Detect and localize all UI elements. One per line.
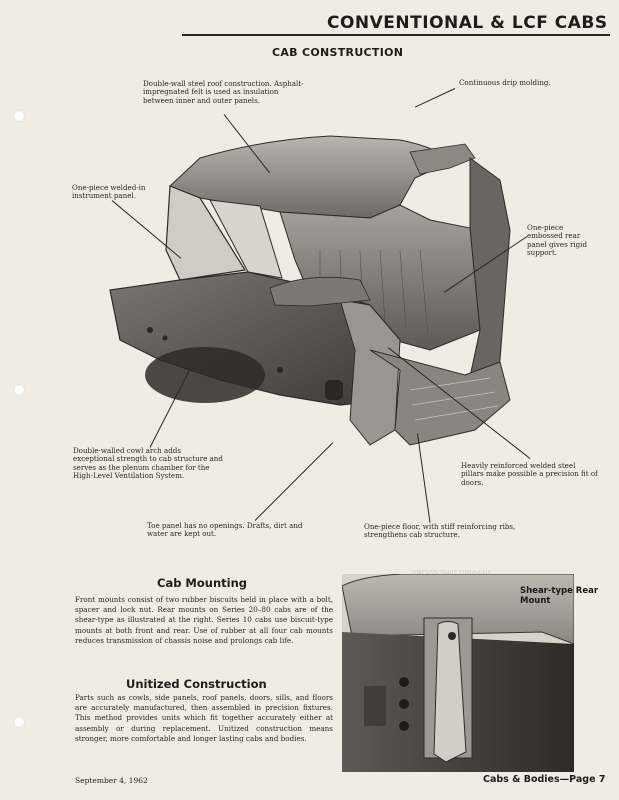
header-rule [182,34,610,36]
callout-floor: One-piece floor, with stiff reinforcing … [364,522,516,540]
wheel-arch [145,347,265,403]
photo-label: Shear-type Rear Mount [520,586,599,606]
drip-molding [409,143,476,175]
binder-hole [13,716,25,728]
callout-toe-panel: Toe panel has no openings. Drafts, dirt … [147,521,303,539]
windshield-frame [165,185,246,281]
cab-mounting-heading: Cab Mounting [157,576,248,590]
binder-hole [13,110,25,122]
section-title: CAB CONSTRUCTION [272,46,404,59]
callout-rear-panel: One-piece embossed rear panel gives rigi… [527,223,587,258]
binder-hole [13,384,25,396]
unitized-construction-heading: Unitized Construction [126,677,267,691]
callout-cowl-arch: Double-walled cowl arch adds exceptional… [73,446,223,481]
seat [269,276,371,307]
cab-mounting-text: Front mounts consist of two rubber biscu… [75,595,333,645]
footer-date: September 4, 1962 [75,776,148,785]
footer-page-number: Cabs & Bodies—Page 7 [483,774,606,785]
callout-drip-molding: Continuous drip molding. [459,78,551,87]
cab-structure-illustration [109,135,511,446]
roof-panel [169,135,451,219]
floor-panel [369,349,511,446]
door-pillar [339,299,401,446]
page-header-title: CONVENTIONAL & LCF CABS [327,13,608,33]
callout-roof: Double-wall steel roof construction. Asp… [143,79,304,105]
callout-pillars: Heavily reinforced welded steel pillars … [461,461,598,487]
unitized-construction-text: Parts such as cowls, side panels, roof p… [75,693,333,743]
shear-rear-mount-photo [342,574,574,772]
callout-instrument-panel: One-piece welded-in instrument panel. [72,183,146,201]
